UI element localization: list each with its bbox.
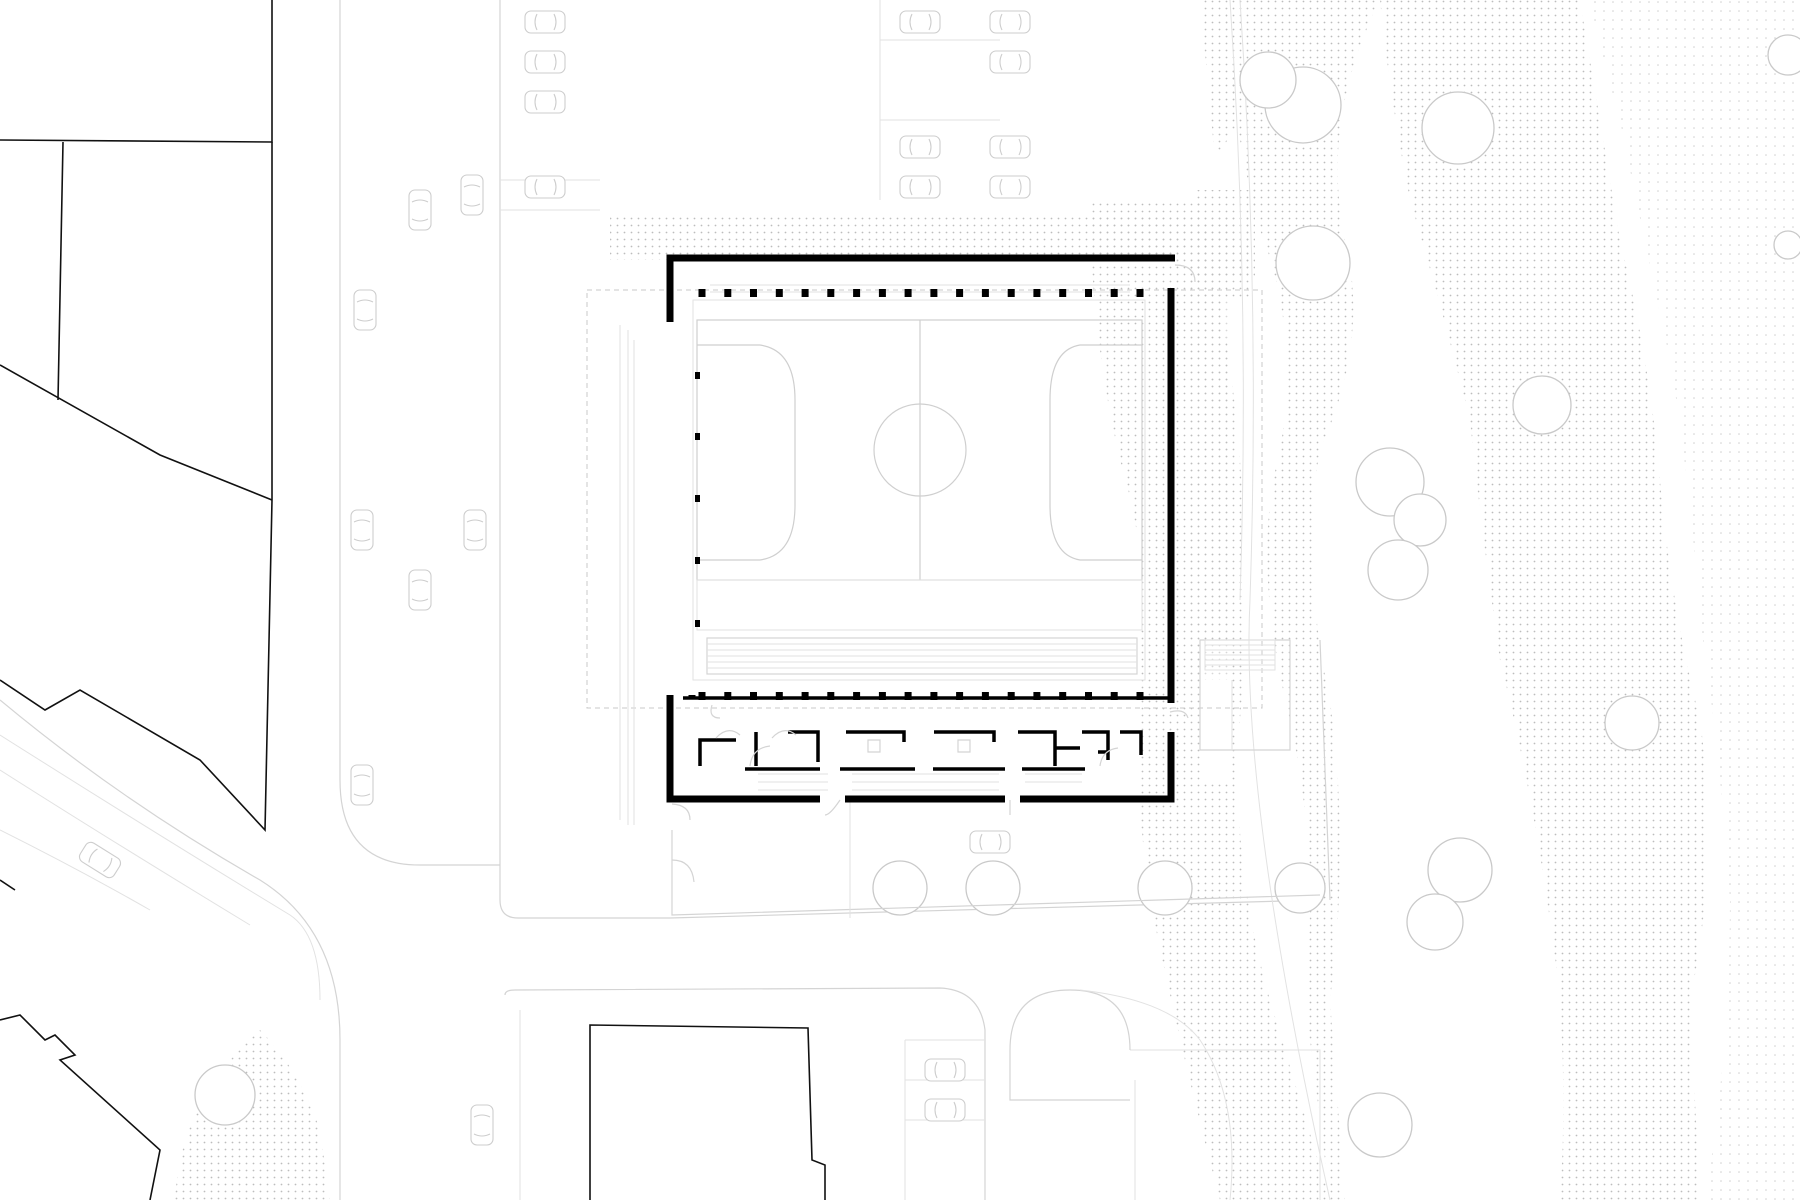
pillar bbox=[801, 289, 809, 297]
changing-rooms bbox=[671, 264, 1196, 883]
pillar bbox=[930, 289, 938, 297]
pillar bbox=[775, 692, 783, 700]
pillar bbox=[1033, 692, 1041, 700]
pillar bbox=[956, 692, 964, 700]
pillar bbox=[1059, 289, 1067, 297]
pillar bbox=[981, 692, 989, 700]
context-roads bbox=[0, 0, 1331, 1200]
pillar bbox=[698, 692, 706, 700]
pillar bbox=[1136, 692, 1144, 700]
pillar bbox=[775, 289, 783, 297]
pillar bbox=[1007, 289, 1015, 297]
pillar bbox=[904, 289, 912, 297]
trees bbox=[194, 34, 1800, 1158]
top-seating-row bbox=[710, 284, 1130, 293]
neighbour-buildings bbox=[0, 0, 826, 1200]
pillar bbox=[956, 289, 964, 297]
pillar bbox=[853, 289, 861, 297]
pillar bbox=[801, 692, 809, 700]
pillar bbox=[827, 289, 835, 297]
pillars-bottom bbox=[698, 692, 1144, 700]
pillar bbox=[878, 692, 886, 700]
pillar bbox=[750, 692, 757, 700]
pillar bbox=[827, 692, 835, 700]
pillar bbox=[1007, 692, 1015, 700]
pillar bbox=[981, 289, 989, 297]
pillars-top bbox=[698, 289, 1144, 297]
pillar bbox=[930, 692, 938, 700]
pillar bbox=[1136, 289, 1144, 297]
hall-walls bbox=[666, 254, 1175, 803]
pillar bbox=[878, 289, 886, 297]
pillar bbox=[853, 692, 861, 700]
pillar bbox=[1110, 692, 1118, 700]
pillar bbox=[1110, 289, 1118, 297]
parked-cars bbox=[76, 10, 1031, 1146]
pillar bbox=[1033, 289, 1041, 297]
pillar bbox=[698, 289, 706, 297]
pillar bbox=[1059, 692, 1067, 700]
pillar bbox=[904, 692, 912, 700]
sports-court bbox=[692, 299, 1146, 681]
building-site-envelope bbox=[586, 289, 1321, 918]
pillar bbox=[724, 289, 732, 297]
pillar bbox=[1085, 692, 1092, 700]
pillar bbox=[1085, 289, 1092, 297]
pillars-left bbox=[695, 372, 700, 627]
pillar bbox=[724, 692, 732, 700]
pillar bbox=[750, 289, 757, 297]
